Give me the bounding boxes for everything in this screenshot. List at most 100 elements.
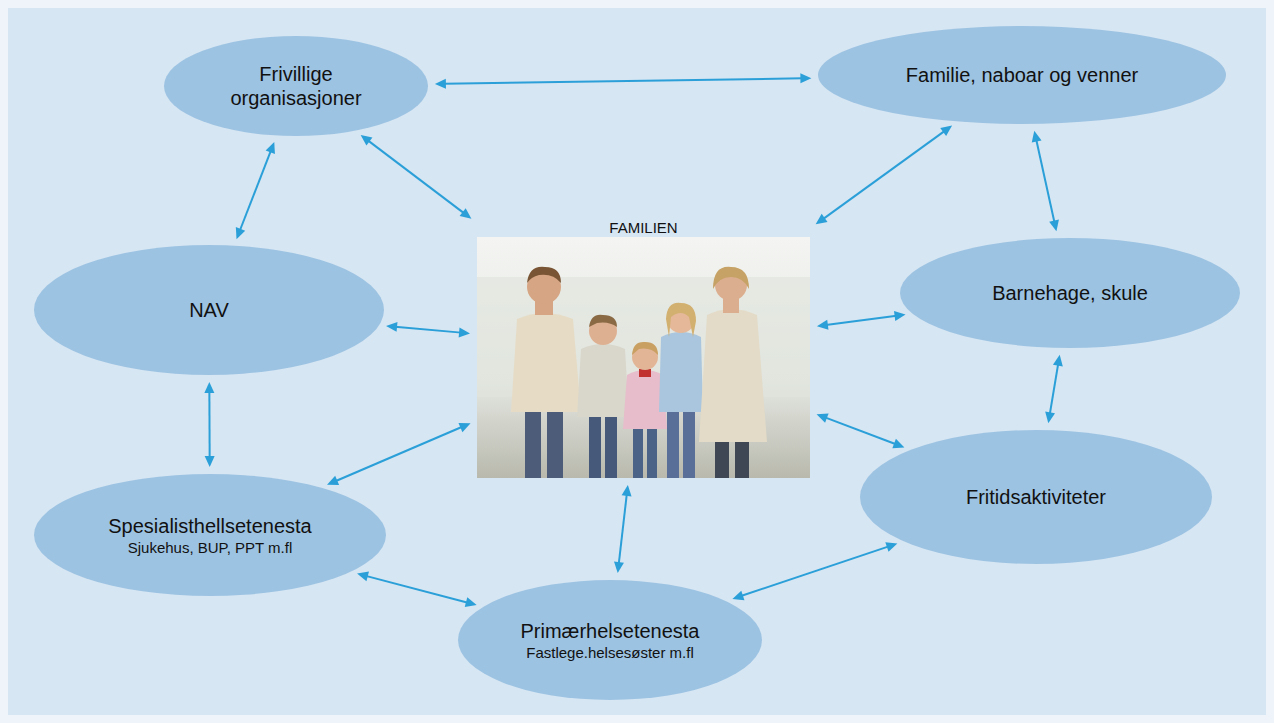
connector-arrow xyxy=(327,423,471,485)
connector-arrow xyxy=(435,73,812,88)
connector-line xyxy=(741,546,889,596)
organisation-ellipse: Frivillige organisasjoner xyxy=(164,36,428,136)
leisure-ellipse: Fritidsaktiviteter xyxy=(860,430,1212,564)
node-title: FAMILIEN xyxy=(609,220,677,235)
arrow-head xyxy=(894,311,906,321)
node-subtitle: Sjukehus, BUP, PPT m.fl xyxy=(128,538,293,557)
connector-arrow xyxy=(732,542,897,600)
connector-line xyxy=(826,316,897,325)
arrow-head xyxy=(940,126,952,137)
ellipse-outline xyxy=(164,36,428,136)
arrow-head xyxy=(622,485,632,496)
family-photo xyxy=(477,237,810,478)
text-block: PrimærhelsetenestaFastlege.helsesøster m… xyxy=(521,619,700,662)
connector-line xyxy=(1050,364,1058,415)
text-holder: Barnehage, skule xyxy=(900,238,1240,348)
text-block: Familie, naboar og venner xyxy=(906,63,1138,87)
arrow-head xyxy=(816,214,828,225)
connector-line xyxy=(208,391,210,458)
connector-arrow xyxy=(817,311,906,330)
connector-arrow xyxy=(386,322,470,338)
ellipse-fill xyxy=(164,36,428,136)
arrow-head xyxy=(817,320,829,330)
arrow-head xyxy=(1032,131,1042,143)
node-title: Familie, naboar og venner xyxy=(906,63,1138,87)
connector-line xyxy=(335,427,462,481)
arrow-head xyxy=(266,142,275,154)
text-holder: SpesialisthellsetenestaSjukehus, BUP, PP… xyxy=(34,474,386,596)
connector-arrow xyxy=(817,413,905,448)
text-block: FAMILIEN xyxy=(609,220,677,235)
connector-line xyxy=(240,150,271,230)
node-subtitle: Fastlege.helsesøster m.fl xyxy=(526,643,694,662)
text-block: SpesialisthellsetenestaSjukehus, BUP, PP… xyxy=(108,514,311,557)
arrow-head xyxy=(236,227,245,239)
arrow-head xyxy=(361,135,373,146)
arrow-head xyxy=(892,439,904,448)
text-block: Barnehage, skule xyxy=(992,281,1148,305)
connector-line xyxy=(368,140,464,213)
service-ellipse: NAV xyxy=(34,245,384,375)
ellipse-fill xyxy=(458,580,762,700)
arrow-head xyxy=(614,562,624,573)
connector-arrow xyxy=(816,126,952,225)
text-block: Fritidsaktiviteter xyxy=(966,485,1106,509)
arrow-head xyxy=(458,423,470,432)
arrow-head xyxy=(327,476,339,485)
node-title: Frivillige organisasjoner xyxy=(206,62,387,110)
text-holder: Familie, naboar og venner xyxy=(818,26,1226,124)
node-title: Barnehage, skule xyxy=(992,281,1148,305)
text-holder: Frivillige organisasjoner xyxy=(164,36,428,136)
arrow-head xyxy=(204,382,214,393)
text-holder: PrimærhelsetenestaFastlege.helsesøster m… xyxy=(458,580,762,700)
connector-line xyxy=(395,327,461,333)
connector-arrow xyxy=(204,382,214,467)
ellipse-fill xyxy=(900,238,1240,348)
ellipse-fill xyxy=(818,26,1226,124)
connector-arrow xyxy=(361,135,472,219)
arrow-head xyxy=(357,572,369,582)
ellipse-fill xyxy=(860,430,1212,564)
connector-arrow xyxy=(357,572,477,607)
arrow-head xyxy=(205,456,215,467)
text-holder: FAMILIEN xyxy=(477,220,810,478)
text-block: Frivillige organisasjoner xyxy=(206,62,387,110)
node-title: Spesialisthellsetenesta xyxy=(108,514,311,538)
arrow-head xyxy=(465,597,477,607)
connector-arrow xyxy=(614,485,632,573)
arrow-head xyxy=(1049,219,1059,231)
connector-line xyxy=(825,417,896,444)
arrow-head xyxy=(1053,355,1063,367)
node-title: Fritidsaktiviteter xyxy=(966,485,1106,509)
connector-arrow xyxy=(1032,131,1059,232)
arrow-head xyxy=(1045,412,1055,424)
school-ellipse: Barnehage, skule xyxy=(900,238,1240,348)
arrow-head xyxy=(386,322,397,332)
node-title: Primærhelsetenesta xyxy=(521,619,700,643)
connector-arrow xyxy=(1045,355,1063,423)
arrow-head xyxy=(459,327,470,337)
ellipse-fill xyxy=(34,245,384,375)
arrow-head xyxy=(460,208,472,219)
network-ellipse: Familie, naboar og venner xyxy=(818,26,1226,124)
text-holder: NAV xyxy=(34,245,384,375)
arrow-head xyxy=(885,542,897,551)
specialist-ellipse: SpesialisthellsetenestaSjukehus, BUP, PP… xyxy=(34,474,386,596)
arrow-head xyxy=(800,73,811,83)
text-block: NAV xyxy=(189,298,229,322)
connector-line xyxy=(444,78,803,83)
connector-arrow xyxy=(236,142,275,239)
arrow-head xyxy=(817,413,829,422)
arrow-head xyxy=(435,79,446,89)
node-title: NAV xyxy=(189,298,229,322)
connector-line xyxy=(1036,140,1054,223)
text-holder: Fritidsaktiviteter xyxy=(860,430,1212,564)
family-photo-box: FAMILIEN xyxy=(477,220,810,478)
arrow-head xyxy=(732,591,744,600)
connector-line xyxy=(366,576,468,603)
connector-line xyxy=(823,131,945,219)
ellipse-fill xyxy=(34,474,386,596)
primary-care-ellipse: PrimærhelsetenestaFastlege.helsesøster m… xyxy=(458,580,762,700)
connector-line xyxy=(619,494,627,564)
